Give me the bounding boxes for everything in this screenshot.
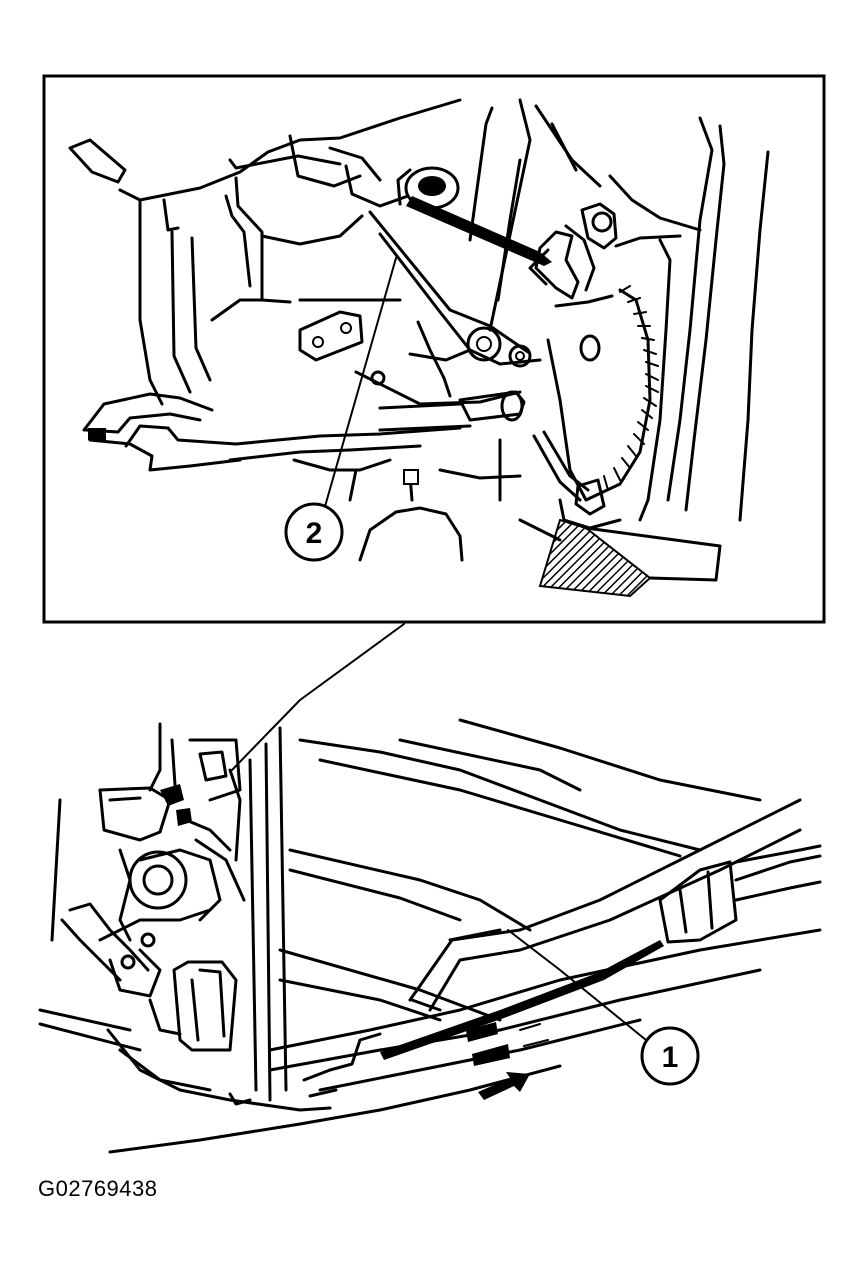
callout-2: 2 <box>284 502 344 562</box>
callout-2-leader <box>323 257 397 511</box>
callout-1-label: 1 <box>662 1041 679 1074</box>
gear-teeth <box>603 285 659 491</box>
figure-id-caption: G02769438 <box>38 1176 158 1201</box>
callout-2-label: 2 <box>306 517 323 550</box>
callout-1: 1 <box>640 1026 700 1086</box>
inset-pointer-line <box>231 623 405 771</box>
detail-inset <box>42 74 826 624</box>
callout-1-leader <box>507 929 647 1041</box>
main-view <box>38 718 822 1154</box>
inset-frame <box>42 74 826 624</box>
